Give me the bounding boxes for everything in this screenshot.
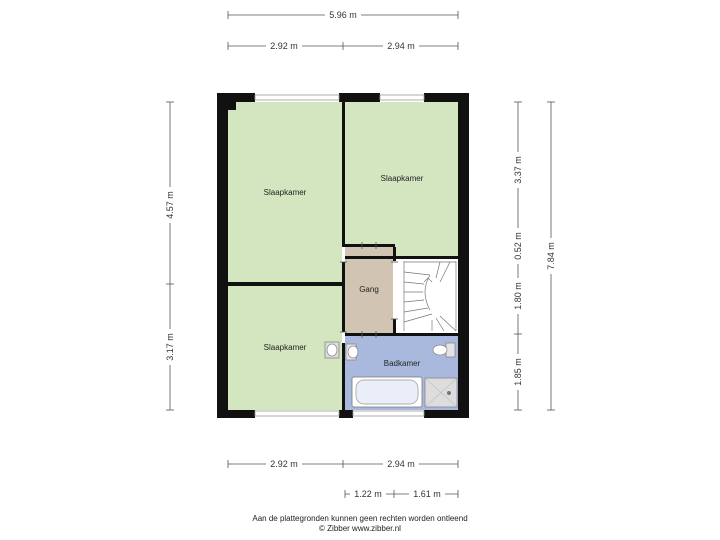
dim-top-left: 2.92 m [270, 41, 298, 51]
dim-bottom-left: 2.92 m [270, 459, 298, 469]
copyright-link[interactable]: © Zibber www.zibber.nl [319, 524, 401, 533]
room-slaapkamer-2 [228, 286, 342, 410]
label-badkamer: Badkamer [384, 359, 421, 368]
room-gang [345, 247, 393, 333]
bath-sink [345, 343, 359, 361]
toilet [432, 342, 456, 358]
windows [254, 94, 425, 417]
dim-bottom-small-left: 1.22 m [354, 489, 382, 499]
dim-bottom-small-right: 1.61 m [413, 489, 441, 499]
label-slaapkamer-2: Slaapkamer [264, 343, 307, 352]
dim-right-total: 7.84 m [546, 242, 556, 270]
bathtub [351, 376, 423, 408]
door-marks [340, 242, 398, 338]
dim-right-3: 1.80 m [513, 282, 523, 310]
label-slaapkamer-1: Slaapkamer [264, 188, 307, 197]
label-gang: Gang [359, 285, 379, 294]
label-slaapkamer-3: Slaapkamer [381, 174, 424, 183]
room-slaapkamer-1 [228, 102, 342, 282]
dimension-label-gaps [164, 9, 557, 500]
dim-right-1: 3.37 m [513, 156, 523, 184]
dim-left-lower: 3.17 m [165, 333, 175, 361]
disclaimer-text: Aan de plattegronden kunnen geen rechten… [252, 514, 468, 523]
dim-top-right: 2.94 m [387, 41, 415, 51]
interior-walls [228, 102, 458, 410]
dim-right-4: 1.85 m [513, 358, 523, 386]
bedroom-sink [324, 341, 340, 359]
dim-top-total: 5.96 m [329, 10, 357, 20]
dim-bottom-right: 2.94 m [387, 459, 415, 469]
dim-left-upper: 4.57 m [165, 191, 175, 219]
outer-walls [217, 93, 469, 418]
shower [424, 377, 458, 408]
staircase [403, 261, 457, 332]
dim-right-2: 0.52 m [513, 232, 523, 260]
stair-area [396, 259, 458, 333]
room-slaapkamer-3 [345, 102, 458, 259]
